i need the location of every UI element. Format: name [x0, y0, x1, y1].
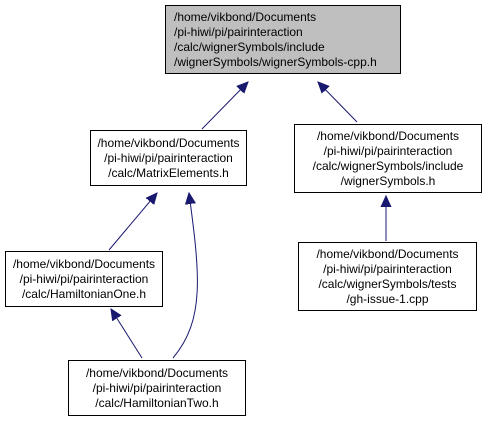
node-wignersymbols-cpp-h: /home/vikbond/Documents /pi-hiwi/pi/pair…	[165, 5, 401, 74]
node-line: /home/vikbond/Documents	[316, 246, 459, 261]
node-line: /calc/HamiltonianOne.h	[21, 286, 147, 301]
node-line: /calc/HamiltonianTwo.h	[95, 395, 219, 410]
node-line: /pi-hiwi/pi/pairinteraction	[19, 271, 149, 286]
node-line: /pi-hiwi/pi/pairinteraction	[104, 150, 233, 165]
node-line: /gh-issue-1.cpp	[346, 291, 429, 306]
node-line: /home/vikbond/Documents	[85, 365, 229, 380]
node-line: /wignerSymbols/wignerSymbols-cpp.h	[174, 54, 377, 69]
node-line: /home/vikbond/Documents	[97, 135, 240, 150]
edge-wignersymbols-to-wignersymbols-cpp	[318, 82, 358, 123]
node-line: /calc/wignerSymbols/include	[174, 39, 325, 54]
edge-hamiltoniantwo-to-matrixelements	[172, 193, 198, 359]
edge-hamiltonianone-to-matrixelements	[108, 193, 157, 251]
node-wignersymbols-h[interactable]: /home/vikbond/Documents /pi-hiwi/pi/pair…	[294, 124, 482, 193]
node-line: /pi-hiwi/pi/pairinteraction	[323, 143, 453, 158]
node-line: /home/vikbond/Documents	[12, 256, 156, 271]
node-line: /wignerSymbols.h	[340, 173, 436, 188]
edge-matrixelements-to-wignersymbols-cpp	[201, 82, 248, 130]
node-hamiltonianone-h[interactable]: /home/vikbond/Documents /pi-hiwi/pi/pair…	[5, 251, 163, 307]
node-matrixelements-h[interactable]: /home/vikbond/Documents /pi-hiwi/pi/pair…	[90, 130, 247, 186]
node-hamiltoniantwo-h[interactable]: /home/vikbond/Documents /pi-hiwi/pi/pair…	[68, 360, 246, 416]
node-line: /pi-hiwi/pi/pairinteraction	[92, 380, 222, 395]
node-line: /pi-hiwi/pi/pairinteraction	[174, 24, 303, 39]
node-line: /calc/MatrixElements.h	[108, 165, 229, 180]
node-line: /pi-hiwi/pi/pairinteraction	[323, 261, 452, 276]
edge-hamiltoniantwo-to-hamiltonianone	[111, 309, 143, 359]
node-gh-issue-1-cpp[interactable]: /home/vikbond/Documents /pi-hiwi/pi/pair…	[298, 242, 477, 311]
node-line: /calc/wignerSymbols/include	[312, 158, 464, 173]
node-line: /home/vikbond/Documents	[174, 9, 317, 24]
node-line: /calc/wignerSymbols/tests	[318, 276, 457, 291]
node-line: /home/vikbond/Documents	[316, 128, 460, 143]
